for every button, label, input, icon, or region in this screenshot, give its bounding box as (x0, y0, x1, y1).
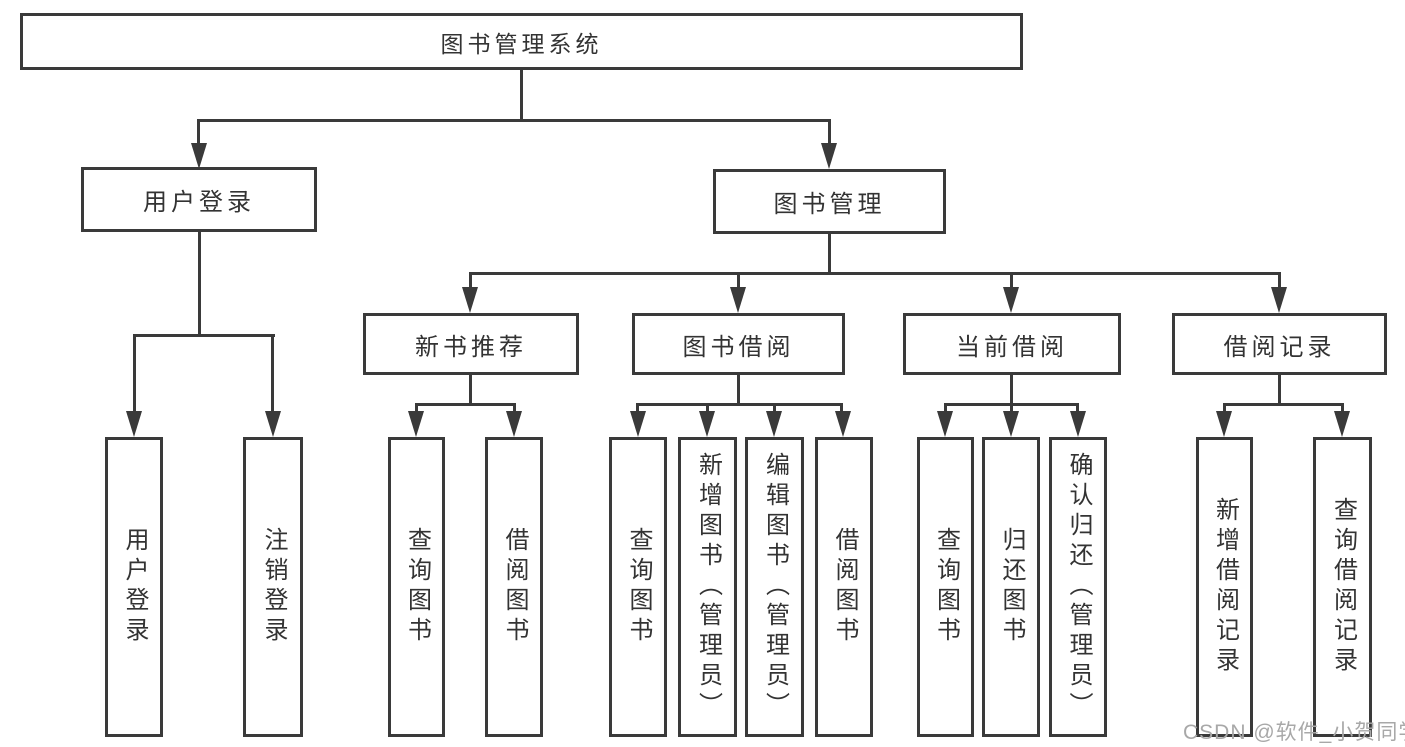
leaf-label: 新增图书（管理员） (694, 452, 722, 722)
leaf-label: 用户登录 (121, 527, 148, 647)
connector-book-mgmt-stem (828, 234, 831, 273)
arrow-down-icon (1070, 411, 1086, 437)
connector-drop-leaf (271, 334, 274, 412)
node-user-login: 用户登录 (81, 167, 317, 232)
leaf-nbr-query-books: 查询图书 (388, 437, 445, 737)
node-current-borrow: 当前借阅 (903, 313, 1121, 375)
leaf-bb-query-books: 查询图书 (609, 437, 667, 737)
leaf-cb-query-books: 查询图书 (917, 437, 974, 737)
connector-book-borrow-rail (636, 403, 843, 406)
leaf-label: 查询图书 (403, 527, 431, 647)
connector-drop-leaf (1010, 403, 1013, 412)
arrow-down-icon (630, 411, 646, 437)
arrow-down-icon (699, 411, 715, 437)
leaf-label: 编辑图书（管理员） (761, 452, 789, 722)
arrow-down-icon (265, 411, 281, 437)
leaf-cb-confirm-return-admin: 确认归还（管理员） (1049, 437, 1107, 737)
leaf-br-add-record: 新增借阅记录 (1196, 437, 1253, 737)
leaf-label: 借阅图书 (831, 527, 858, 647)
arrow-down-icon (191, 143, 207, 169)
arrow-down-icon (1271, 287, 1287, 313)
leaf-label: 新增借阅记录 (1211, 497, 1239, 677)
arrow-down-icon (408, 411, 424, 437)
leaf-bb-borrow-books: 借阅图书 (815, 437, 873, 737)
connector-drop-leaf (1076, 403, 1079, 412)
connector-drop-book-mgmt (828, 119, 831, 144)
connector-user-login-stem (198, 232, 201, 336)
leaf-label: 查询图书 (932, 527, 960, 647)
connector-book-borrow-stem (737, 375, 740, 406)
arrow-down-icon (506, 411, 522, 437)
connector-drop-leaf (773, 403, 776, 412)
connector-current-borrow-stem (1010, 375, 1013, 406)
connector-drop-leaf (706, 403, 709, 412)
leaf-bb-edit-books-admin: 编辑图书（管理员） (745, 437, 804, 737)
arrow-down-icon (821, 143, 837, 169)
connector-book-mgmt-rail (469, 272, 1281, 275)
connector-drop-leaf (133, 334, 136, 412)
connector-drop-leaf (840, 403, 843, 412)
connector-drop-leaf (944, 403, 947, 412)
connector-new-book-rec-stem (469, 375, 472, 406)
connector-drop-leaf (1223, 403, 1226, 412)
leaf-label: 借阅图书 (501, 527, 528, 647)
arrow-down-icon (1216, 411, 1232, 437)
node-new-book-rec: 新书推荐 (363, 313, 579, 375)
arrow-down-icon (766, 411, 782, 437)
connector-drop-book-borrow (737, 272, 740, 288)
connector-drop-borrow-records (1278, 272, 1281, 288)
connector-drop-leaf (1341, 403, 1344, 412)
node-book-mgmt: 图书管理 (713, 169, 946, 234)
leaf-label: 确认归还（管理员） (1065, 452, 1092, 722)
connector-borrow-records-stem (1278, 375, 1281, 406)
connector-drop-new-book-rec (469, 272, 472, 288)
leaf-logout: 注销登录 (243, 437, 303, 737)
arrow-down-icon (462, 287, 478, 313)
arrow-down-icon (835, 411, 851, 437)
csdn-watermark: CSDN @软件_小贺同学 (1183, 721, 1405, 744)
arrow-down-icon (1334, 411, 1350, 437)
leaf-label: 查询图书 (625, 527, 652, 647)
connector-drop-leaf (636, 403, 639, 412)
arrow-down-icon (937, 411, 953, 437)
connector-root-rail (197, 119, 831, 122)
leaf-label: 注销登录 (260, 527, 287, 647)
leaf-cb-return-books: 归还图书 (982, 437, 1040, 737)
connector-new-book-rec-rail (415, 403, 516, 406)
leaf-br-query-record: 查询借阅记录 (1313, 437, 1372, 737)
leaf-user-login: 用户登录 (105, 437, 163, 737)
connector-root-stem (520, 70, 523, 120)
arrow-down-icon (1003, 287, 1019, 313)
node-root-system: 图书管理系统 (20, 13, 1023, 70)
connector-drop-user-login (197, 119, 200, 144)
connector-drop-current-borrow (1010, 272, 1013, 288)
connector-user-login-rail (133, 334, 275, 337)
arrow-down-icon (730, 287, 746, 313)
arrow-down-icon (126, 411, 142, 437)
node-borrow-records: 借阅记录 (1172, 313, 1387, 375)
leaf-label: 归还图书 (998, 527, 1025, 647)
arrow-down-icon (1003, 411, 1019, 437)
connector-drop-leaf (415, 403, 418, 412)
leaf-bb-add-books-admin: 新增图书（管理员） (678, 437, 737, 737)
leaf-nbr-borrow-books: 借阅图书 (485, 437, 543, 737)
connector-drop-leaf (513, 403, 516, 412)
node-book-borrow: 图书借阅 (632, 313, 845, 375)
leaf-label: 查询借阅记录 (1329, 497, 1357, 677)
connector-borrow-records-rail (1223, 403, 1344, 406)
